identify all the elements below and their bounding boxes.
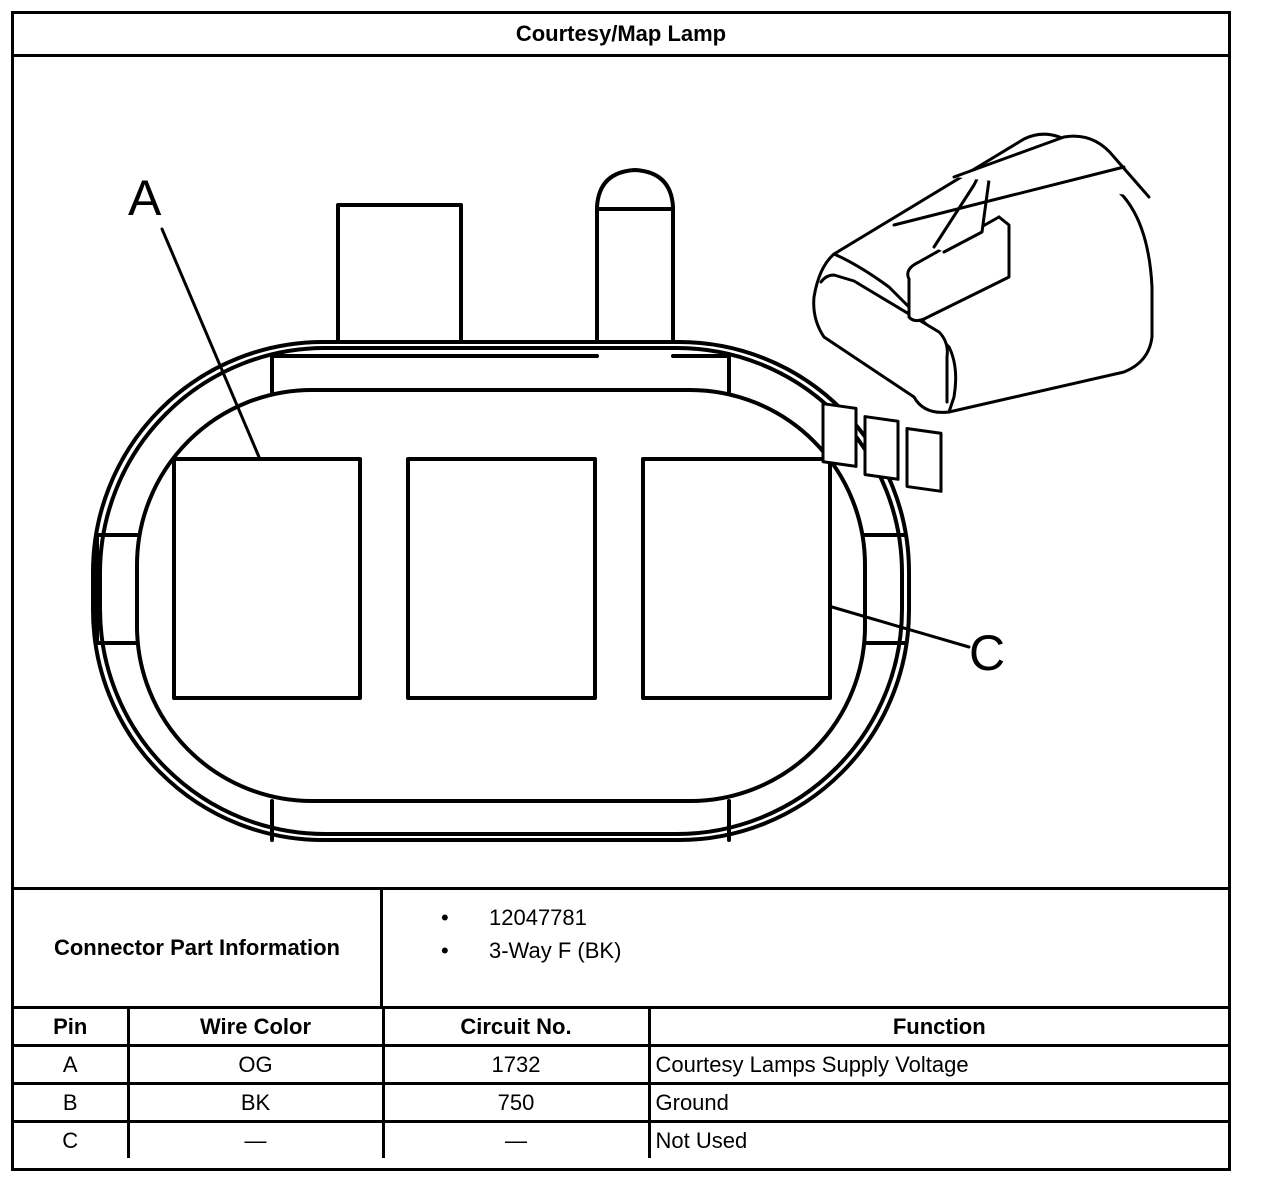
connector-latch-tab xyxy=(336,203,463,354)
page-title: Courtesy/Map Lamp xyxy=(14,14,1228,57)
list-item: • 3-Way F (BK) xyxy=(383,937,1228,970)
terminal-cavities xyxy=(172,457,832,700)
header-circuit-no: Circuit No. xyxy=(381,1009,651,1047)
callout-label-a: A xyxy=(128,170,162,226)
bullet-icon: • xyxy=(441,905,449,930)
cell-function: Courtesy Lamps Supply Voltage xyxy=(647,1044,1228,1085)
table-row: B BK 750 Ground xyxy=(14,1082,1228,1123)
connector-part-info-label: Connector Part Information xyxy=(14,890,383,1006)
table-row: C — — Not Used xyxy=(14,1120,1228,1158)
header-function: Function xyxy=(647,1009,1228,1047)
cavity-b xyxy=(406,457,597,700)
cavity-a xyxy=(172,457,362,700)
cell-function: Not Used xyxy=(647,1120,1228,1158)
connector-key xyxy=(595,168,675,359)
cell-circuit-no: — xyxy=(381,1120,651,1158)
cell-circuit-no: 750 xyxy=(381,1082,651,1123)
table-row: A OG 1732 Courtesy Lamps Supply Voltage xyxy=(14,1044,1228,1085)
list-item: • 12047781 xyxy=(383,904,1228,937)
connector-part-info-list: • 12047781 • 3-Way F (BK) xyxy=(383,890,1228,1020)
connector-part-info: Connector Part Information • 12047781 • … xyxy=(14,887,1228,1009)
header-wire-color: Wire Color xyxy=(126,1009,385,1047)
cell-wire-color: OG xyxy=(126,1044,385,1085)
cell-function: Ground xyxy=(647,1082,1228,1123)
bullet-icon: • xyxy=(441,938,449,963)
header-pin: Pin xyxy=(14,1009,130,1047)
callout-leaders xyxy=(160,227,971,649)
connector-sheet: Courtesy/Map Lamp xyxy=(11,11,1231,1171)
pin-table: Pin Wire Color Circuit No. Function A OG… xyxy=(14,1009,1228,1158)
cavity-c xyxy=(641,457,832,700)
part-number: 12047781 xyxy=(489,905,587,930)
callout-label-c: C xyxy=(969,625,1005,681)
cell-wire-color: BK xyxy=(126,1082,385,1123)
cell-wire-color: — xyxy=(126,1120,385,1158)
connector-description: 3-Way F (BK) xyxy=(489,938,622,963)
cell-pin: A xyxy=(14,1044,130,1085)
cell-circuit-no: 1732 xyxy=(381,1044,651,1085)
connector-diagram: A C xyxy=(91,132,1154,842)
connector-isometric-view xyxy=(812,132,1154,493)
cell-pin: C xyxy=(14,1120,130,1158)
table-header-row: Pin Wire Color Circuit No. Function xyxy=(14,1009,1228,1047)
cell-pin: B xyxy=(14,1082,130,1123)
